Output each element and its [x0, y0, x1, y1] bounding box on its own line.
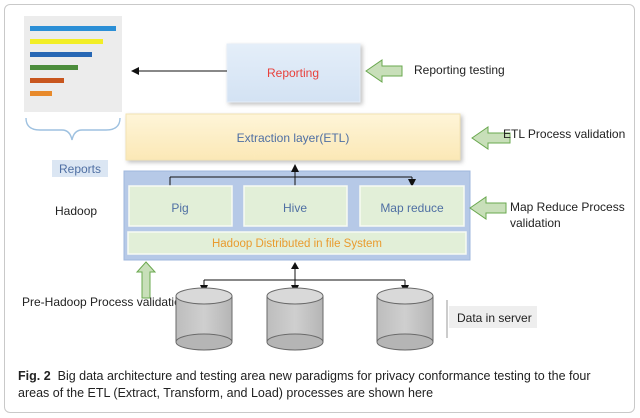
report-bar	[30, 91, 52, 96]
mapreduce-validation-label-line1: Map Reduce Process	[510, 200, 625, 214]
report-bar	[30, 65, 78, 70]
hive-label: Hive	[283, 201, 307, 215]
mapreduce-validation-label-line2: validation	[510, 216, 561, 230]
etl-validation-label: ETL Process validation	[503, 127, 625, 141]
reporting-testing-arrow-icon	[365, 59, 403, 83]
report-bar	[30, 78, 64, 83]
reports-bars	[30, 26, 116, 96]
hdfs-up-arrowhead	[291, 262, 299, 269]
caption-text: Big data architecture and testing area n…	[18, 369, 591, 400]
reports-label-box	[52, 160, 108, 177]
reporting-box	[226, 43, 361, 103]
etl-box	[125, 113, 461, 161]
report-bar	[30, 52, 92, 57]
etl-validation-arrow-icon	[471, 126, 511, 150]
hdfs-label: Hadoop Distributed in file System	[212, 238, 382, 250]
hdfs-box	[127, 231, 467, 255]
reports-label: Reports	[59, 162, 101, 176]
pig-box	[128, 185, 233, 227]
reports-chart-panel	[24, 16, 122, 112]
mapreduce-box	[359, 185, 465, 227]
reporting-testing-label: Reporting testing	[414, 63, 505, 77]
figure-caption: Fig. 2 Big data architecture and testing…	[18, 368, 618, 402]
etl-label: Extraction layer(ETL)	[237, 131, 350, 145]
hadoop-label: Hadoop	[55, 204, 97, 218]
reporting-label: Reporting	[267, 66, 319, 80]
data-in-server-label: Data in server	[457, 311, 532, 325]
data-server-3-icon	[376, 287, 434, 351]
mapreduce-label: Map reduce	[380, 201, 444, 215]
data-server-2-icon	[266, 287, 324, 351]
caption-label: Fig. 2	[18, 369, 51, 383]
prehadoop-validation-label: Pre-Hadoop Process validation	[22, 295, 187, 309]
hive-box	[243, 185, 348, 227]
reports-brace	[25, 117, 121, 141]
data-server-1-icon	[175, 287, 233, 351]
report-bar	[30, 39, 103, 44]
pig-label: Pig	[171, 201, 188, 215]
mapreduce-validation-arrow-icon	[469, 196, 507, 220]
report-bar	[30, 26, 116, 31]
data-in-server-box	[449, 306, 537, 328]
prehadoop-validation-arrow-icon	[135, 261, 157, 299]
